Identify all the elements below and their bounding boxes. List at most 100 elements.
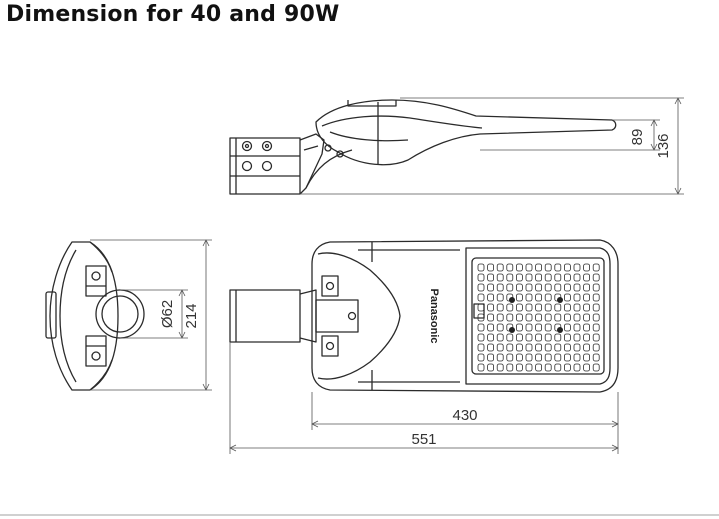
top-view-dim-551	[229, 342, 619, 454]
dim-label-136: 136	[655, 133, 672, 158]
led-lens	[564, 333, 571, 342]
led-lens	[525, 333, 533, 342]
led-lens	[592, 323, 600, 332]
led-lens	[564, 363, 571, 372]
led-lens	[525, 313, 533, 322]
led-lens	[516, 363, 523, 372]
led-lens	[487, 313, 495, 322]
led-lens	[554, 303, 562, 312]
led-lens	[554, 263, 562, 272]
page-title: Dimension for 40 and 90W	[6, 2, 340, 27]
led-lens	[487, 353, 495, 362]
dim-label-551: 551	[411, 431, 436, 448]
led-lens	[564, 263, 571, 272]
led-lens	[496, 353, 504, 362]
led-lens	[516, 323, 523, 332]
led-lens	[516, 273, 523, 282]
led-lens	[583, 263, 590, 272]
led-lens	[525, 323, 533, 332]
led-lens	[544, 343, 552, 352]
led-lens	[554, 343, 562, 352]
led-lens	[544, 363, 552, 372]
led-lens	[477, 313, 485, 322]
brand-logo: Panasonic	[428, 288, 440, 343]
led-lens	[544, 273, 552, 282]
led-lens	[544, 293, 552, 302]
led-lens	[573, 343, 581, 352]
led-lens	[554, 283, 562, 292]
led-lens	[544, 323, 552, 332]
led-lens	[525, 353, 533, 362]
led-lens	[573, 363, 581, 372]
led-lens	[564, 343, 571, 352]
led-lens	[487, 343, 495, 352]
dim-label-214: 214	[183, 303, 200, 328]
led-lens	[592, 313, 600, 322]
led-lens	[583, 303, 590, 312]
led-lens	[525, 363, 533, 372]
led-lens	[592, 283, 600, 292]
led-lens	[535, 263, 542, 272]
led-grid	[477, 263, 600, 372]
led-lens	[525, 303, 533, 312]
led-lens	[564, 303, 571, 312]
led-lens	[516, 293, 523, 302]
led-lens	[544, 303, 552, 312]
footer-divider	[0, 514, 719, 516]
led-lens	[487, 323, 495, 332]
led-lens	[583, 353, 590, 362]
led-lens	[554, 363, 562, 372]
end-view-dim-214	[90, 239, 212, 391]
led-lens	[477, 353, 485, 362]
led-lens	[535, 323, 542, 332]
led-lens	[506, 273, 514, 282]
led-lens	[496, 303, 504, 312]
led-lens	[516, 303, 523, 312]
led-lens	[535, 333, 542, 342]
led-lens	[564, 323, 571, 332]
dim-label-430: 430	[452, 407, 477, 424]
top-view-housing	[311, 239, 619, 393]
led-lens	[525, 273, 533, 282]
led-lens	[554, 353, 562, 362]
led-lens	[487, 283, 495, 292]
led-lens	[487, 273, 495, 282]
led-lens	[477, 273, 485, 282]
led-lens	[573, 333, 581, 342]
top-view	[229, 239, 619, 454]
led-lens	[487, 293, 495, 302]
led-lens	[477, 363, 485, 372]
side-view-dim-89	[480, 119, 660, 151]
led-lens	[583, 283, 590, 292]
top-view-pole-adapter	[229, 275, 359, 357]
end-view-pole-ring	[95, 289, 145, 339]
dim-label-89: 89	[629, 129, 646, 146]
led-lens	[496, 263, 504, 272]
led-mount-dot	[557, 327, 563, 333]
led-lens	[535, 293, 542, 302]
led-lens	[535, 283, 542, 292]
led-mount-dot	[509, 297, 515, 303]
led-lens	[564, 293, 571, 302]
led-lens	[544, 333, 552, 342]
led-lens	[544, 353, 552, 362]
led-lens	[506, 263, 514, 272]
led-lens	[477, 303, 485, 312]
led-lens	[516, 343, 523, 352]
led-lens	[583, 333, 590, 342]
side-view	[229, 97, 684, 195]
led-lens	[564, 273, 571, 282]
led-lens	[477, 323, 485, 332]
led-lens	[592, 293, 600, 302]
led-lens	[573, 323, 581, 332]
led-lens	[535, 273, 542, 282]
led-lens	[583, 363, 590, 372]
led-lens	[477, 293, 485, 302]
led-lens	[525, 293, 533, 302]
led-lens	[592, 363, 600, 372]
led-lens	[496, 273, 504, 282]
led-lens	[516, 263, 523, 272]
led-lens	[583, 343, 590, 352]
end-view-clamp	[85, 265, 107, 367]
